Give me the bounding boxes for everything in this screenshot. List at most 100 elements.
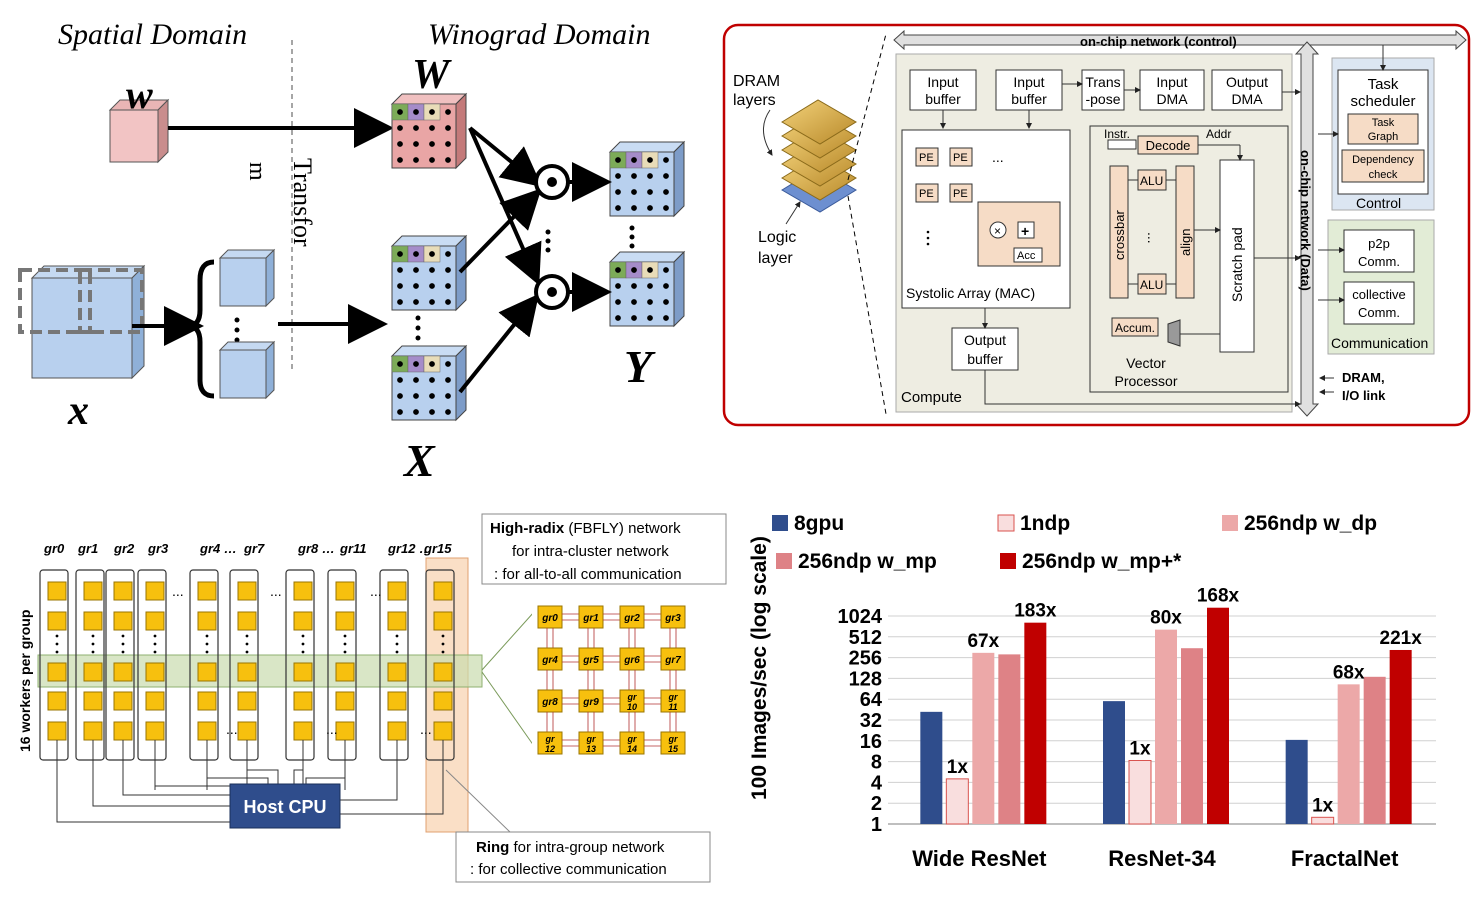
fbfly-node: gr7: [660, 647, 686, 690]
svg-text:...: ...: [992, 149, 1004, 165]
svg-text:gr: gr: [586, 734, 596, 744]
worker-node: [387, 662, 407, 682]
winograd-panel: Spatial Domain Winograd Domain Transfor …: [18, 18, 686, 486]
legend-swatch: [772, 515, 788, 531]
svg-text:Dependency: Dependency: [1352, 154, 1414, 166]
data-label: 221x: [1380, 628, 1423, 649]
topology-panel: 16 workers per group .................. …: [17, 513, 727, 883]
group-label: gr1: [77, 541, 98, 556]
svg-text:...: ...: [326, 721, 338, 737]
host-cpu-label: Host CPU: [243, 797, 326, 817]
chart-y-axis-label: 100 Images/sec (log scale): [748, 536, 771, 800]
bar: [998, 654, 1021, 824]
worker-group: [379, 569, 409, 790]
svg-text:gr: gr: [627, 692, 637, 702]
worker-node: [197, 611, 217, 631]
legend-item: 8gpu: [772, 512, 844, 535]
svg-text:Input: Input: [1013, 74, 1044, 90]
ring-line2: : for collective communication: [470, 861, 667, 878]
transform-label-m: m: [244, 162, 270, 181]
legend-item: 1ndp: [997, 512, 1070, 535]
add-icon: [1017, 221, 1035, 239]
svg-text:align: align: [1178, 229, 1193, 256]
svg-text:...: ...: [370, 583, 382, 599]
svg-text:Processor: Processor: [1114, 373, 1177, 389]
svg-text:11: 11: [668, 702, 677, 712]
compute-label: Compute: [901, 389, 962, 406]
highradix-bold: High-radix: [490, 520, 565, 537]
svg-text:Input: Input: [927, 74, 958, 90]
legend-swatch: [1000, 553, 1016, 569]
legend-swatch: [776, 553, 792, 569]
worker-node: [293, 662, 313, 682]
input-buffer-1: Input buffer: [909, 69, 977, 111]
svg-text:High-radix (FBFLY) network: High-radix (FBFLY) network: [490, 520, 681, 537]
x-small-label: x: [67, 388, 89, 434]
workers-per-group-label: 16 workers per group: [17, 610, 33, 752]
svg-text:gr: gr: [627, 734, 637, 744]
control-label: Control: [1356, 195, 1401, 211]
pe-unit: PE: [915, 147, 939, 167]
control-noc-label: on-chip network (control): [1080, 34, 1237, 49]
highradix-callout: High-radix (FBFLY) network for intra-clu…: [481, 513, 727, 585]
Y-output-cube: [608, 250, 686, 328]
worker-node: [113, 662, 133, 682]
accum-unit: [1111, 317, 1159, 337]
worker-node: [83, 691, 103, 711]
svg-text:10: 10: [627, 702, 637, 712]
worker-groups: ..................: [39, 569, 455, 823]
highradix-line2: for intra-cluster network: [512, 543, 669, 560]
input-buffer-2: Input buffer: [995, 69, 1063, 111]
svg-text:14: 14: [627, 744, 637, 754]
svg-text:Task: Task: [1372, 117, 1395, 129]
dependency-check: [1341, 149, 1425, 183]
data-label: 68x: [1333, 662, 1365, 683]
svg-text:Accum.: Accum.: [1115, 321, 1155, 335]
fbfly-node: gr8: [537, 689, 579, 732]
legend-label: 1ndp: [1020, 512, 1070, 535]
worker-node: [433, 721, 453, 741]
task-graph: [1347, 113, 1419, 145]
worker-group: [39, 569, 69, 790]
worker-node: [293, 581, 313, 601]
worker-group: [285, 569, 315, 790]
svg-text:check: check: [1369, 169, 1398, 181]
svg-text:...: ...: [172, 583, 184, 599]
y-tick-label: 16: [860, 731, 882, 753]
svg-text:p2p: p2p: [1368, 236, 1390, 251]
worker-node: [145, 691, 165, 711]
y-tick-label: 512: [849, 627, 882, 649]
communication-block: p2p Comm. collective Comm. Communication: [1327, 219, 1435, 355]
X-transformed-cube: [390, 234, 468, 312]
logic-layer-label-2: layer: [758, 250, 793, 267]
svg-text:DMA: DMA: [1156, 91, 1188, 107]
bar: [1363, 676, 1386, 824]
bar: [1311, 816, 1335, 825]
bar: [1024, 622, 1047, 824]
host-cpu-box: [229, 783, 341, 829]
x-tick-label: Wide ResNet: [912, 846, 1047, 871]
group-label: gr11: [339, 541, 367, 556]
systolic-label: Systolic Array (MAC): [906, 285, 1035, 301]
bar: [920, 711, 943, 824]
group-label: gr12 …: [387, 541, 432, 556]
worker-node: [113, 691, 133, 711]
W-transformed-cube: [390, 92, 468, 170]
svg-text:PE: PE: [919, 152, 934, 164]
worker-node: [237, 662, 257, 682]
fbfly-node: gr1: [578, 605, 620, 648]
x-tick-label: FractalNet: [1291, 846, 1399, 871]
y-tick-label: 32: [860, 710, 882, 732]
worker-node: [47, 611, 67, 631]
fbfly-node: gr4: [537, 647, 579, 690]
group-label: gr7: [243, 541, 265, 556]
w-filter-cube: [108, 98, 170, 164]
worker-node: [83, 611, 103, 631]
collective-comm: [1343, 281, 1415, 325]
dram-layers-label: DRAM: [733, 73, 780, 90]
worker-node: [145, 662, 165, 682]
